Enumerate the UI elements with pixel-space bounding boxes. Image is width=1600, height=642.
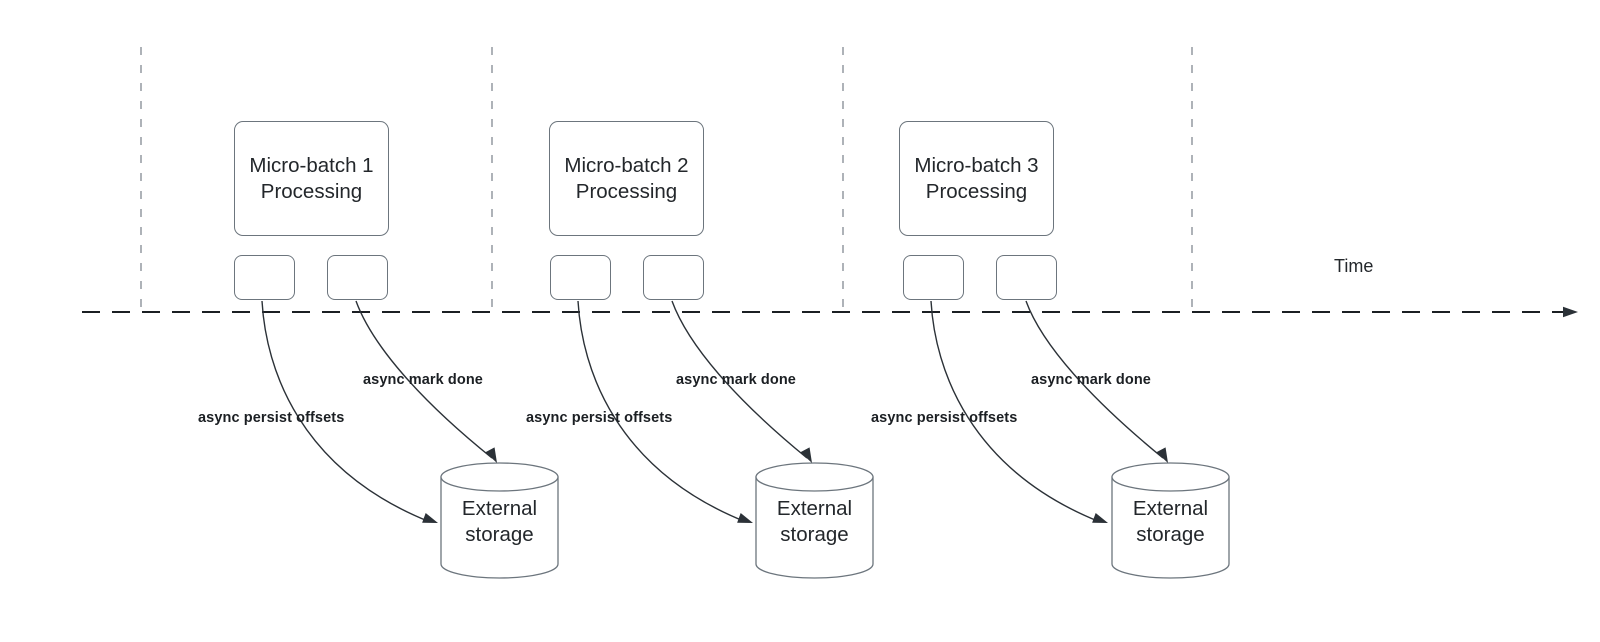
micro-batch-3-commit-box-right[interactable] <box>996 255 1057 300</box>
external-storage-1-cylinder-body[interactable] <box>440 476 559 579</box>
external-storage-1-label-line1: External <box>461 496 538 520</box>
async-persist-offsets-label-2: async persist offsets <box>526 410 673 426</box>
time-axis-arrow-icon <box>1563 306 1578 318</box>
micro-batch-3-title-line1: Micro-batch 3 <box>914 153 1039 177</box>
async-mark-done-arrow-1 <box>355 300 493 459</box>
external-storage-1-label: External storage <box>440 496 560 548</box>
micro-batch-1-box[interactable]: Micro-batch 1 Processing <box>234 121 389 236</box>
external-storage-1-cylinder-top <box>440 462 559 492</box>
external-storage-2-label: External storage <box>755 496 875 548</box>
micro-batch-2-title-line2: Processing <box>575 179 678 203</box>
external-storage-2-cylinder-top <box>755 462 874 492</box>
external-storage-3-cylinder-top <box>1111 462 1230 492</box>
async-mark-done-label-3: async mark done <box>1031 372 1151 388</box>
async-persist-offsets-arrow-1 <box>261 300 431 523</box>
external-storage-2-cylinder-body[interactable] <box>755 476 874 579</box>
micro-batch-1-commit-box-right[interactable] <box>327 255 388 300</box>
external-storage-2-label-line1: External <box>776 496 853 520</box>
external-storage-2-label-line2: storage <box>780 522 849 546</box>
external-storage-1-label-line2: storage <box>465 522 534 546</box>
async-persist-offsets-arrow-3 <box>930 300 1101 523</box>
external-storage-3-label-line2: storage <box>1136 522 1205 546</box>
micro-batch-1-title-line2: Processing <box>260 179 363 203</box>
async-mark-done-arrowhead-1 <box>485 447 497 463</box>
micro-batch-3-title-line2: Processing <box>925 179 1028 203</box>
micro-batch-2-title-line1: Micro-batch 2 <box>564 153 689 177</box>
micro-batch-2-box[interactable]: Micro-batch 2 Processing <box>549 121 704 236</box>
async-persist-offsets-arrowhead-2 <box>737 512 753 523</box>
async-persist-offsets-arrowhead-1 <box>422 512 438 523</box>
micro-batch-2-commit-box-right[interactable] <box>643 255 704 300</box>
async-mark-done-label-2: async mark done <box>676 372 796 388</box>
time-axis-label: Time <box>1334 256 1374 276</box>
micro-batch-1-commit-box-left[interactable] <box>234 255 295 300</box>
micro-batch-3-box[interactable]: Micro-batch 3 Processing <box>899 121 1054 236</box>
async-persist-offsets-arrow-2 <box>577 300 747 523</box>
external-storage-3-cylinder-body[interactable] <box>1111 476 1230 579</box>
external-storage-3-label-line1: External <box>1132 496 1209 520</box>
async-mark-done-arrow-3 <box>1025 300 1164 459</box>
async-mark-done-arrow-2 <box>671 300 808 459</box>
micro-batch-3-commit-box-left[interactable] <box>903 255 964 300</box>
external-storage-3-label: External storage <box>1111 496 1231 548</box>
async-mark-done-arrowhead-2 <box>800 447 812 463</box>
micro-batch-1-title-line1: Micro-batch 1 <box>249 153 374 177</box>
micro-batch-2-commit-box-left[interactable] <box>550 255 611 300</box>
async-persist-offsets-label-1: async persist offsets <box>198 410 345 426</box>
async-persist-offsets-label-3: async persist offsets <box>871 410 1018 426</box>
async-mark-done-arrowhead-3 <box>1156 447 1168 463</box>
async-mark-done-label-1: async mark done <box>363 372 483 388</box>
async-persist-offsets-arrowhead-3 <box>1092 512 1108 523</box>
